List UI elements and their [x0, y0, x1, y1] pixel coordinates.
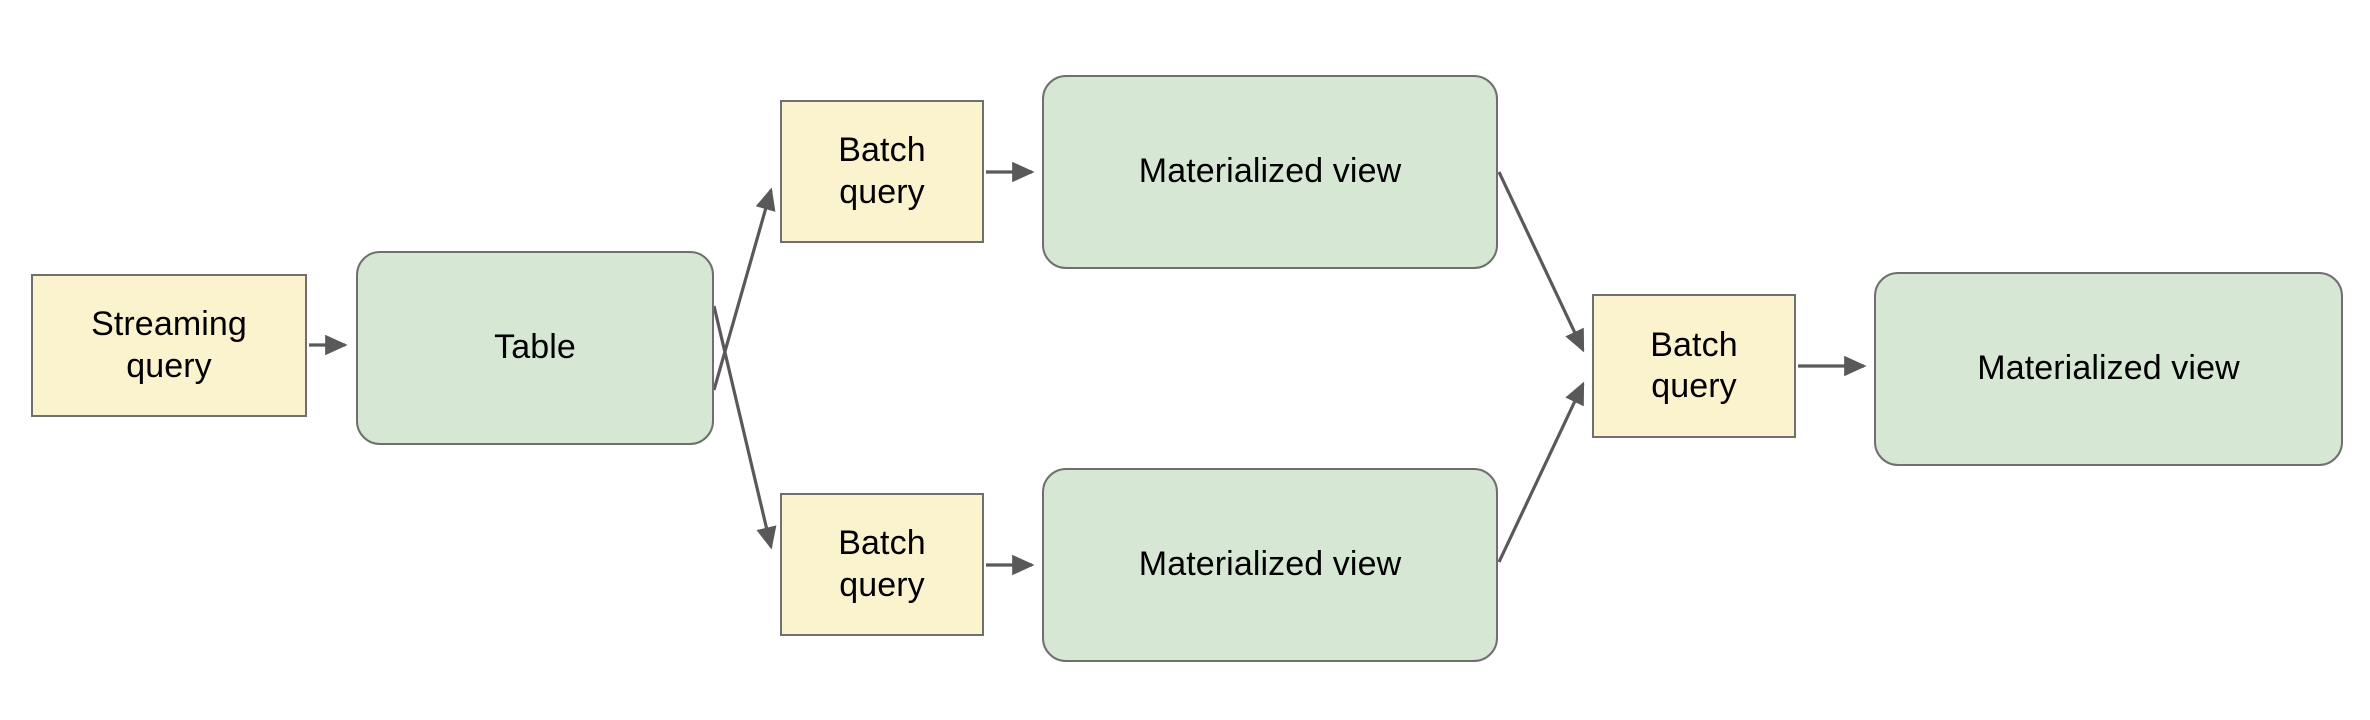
node-materialized-view-bottom-label: Materialized view [1138, 545, 1402, 584]
node-table[interactable]: Table [356, 251, 714, 445]
edge-table-to-batch-query-bottom [712, 305, 777, 550]
node-streaming-query[interactable]: Streaming query [31, 274, 307, 417]
node-materialized-view-top[interactable]: Materialized view [1042, 75, 1498, 269]
node-materialized-view-final-label: Materialized view [1977, 349, 2240, 388]
node-batch-query-join-label: Batch query [1650, 325, 1738, 405]
node-streaming-query-label: Streaming query [91, 305, 247, 385]
node-materialized-view-bottom[interactable]: Materialized view [1042, 468, 1498, 662]
node-batch-query-bottom-label: Batch query [838, 524, 926, 604]
node-materialized-view-final[interactable]: Materialized view [1874, 272, 2343, 466]
edge-materialized-view-bottom-to-batch-query-join [1497, 381, 1585, 563]
node-batch-query-top-label: Batch query [838, 131, 926, 211]
edge-table-to-batch-query-top [712, 187, 776, 391]
edge-materialized-view-top-to-batch-query-join [1497, 171, 1585, 353]
node-table-label: Table [494, 328, 576, 367]
node-materialized-view-top-label: Materialized view [1138, 152, 1402, 191]
node-batch-query-top[interactable]: Batch query [780, 100, 984, 243]
node-batch-query-bottom[interactable]: Batch query [780, 493, 984, 636]
node-batch-query-join[interactable]: Batch query [1592, 294, 1796, 438]
